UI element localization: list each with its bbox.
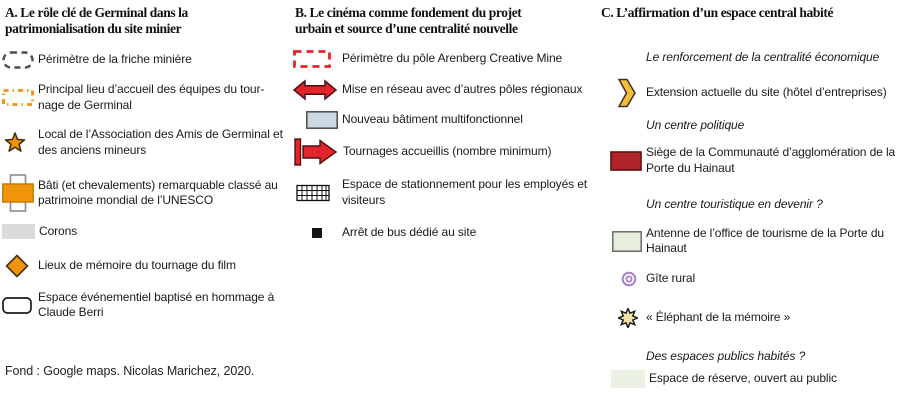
rounded-rect-icon — [2, 296, 34, 314]
legend-item: Tournages accueillis (nombre minimum) — [292, 138, 594, 166]
legend-item: Siège de la Communauté d’agglomération d… — [598, 145, 899, 176]
unesco-building-icon — [2, 174, 34, 212]
legend-item: Antenne de l’office de tourisme de la Po… — [598, 226, 899, 257]
legend-column-a: A. Le rôle clé de Germinal dans la patri… — [2, 5, 294, 321]
legend-item-label: Gîte rural — [646, 270, 696, 285]
legend-item: Lieux de mémoire du tournage du film — [2, 253, 294, 278]
legend-item-label: Lieux de mémoire du tournage du film — [38, 257, 236, 272]
tourism-swatch — [610, 230, 642, 252]
legend-item: Principal lieu d’accueil des équipes du … — [2, 82, 294, 113]
legend-item-label: Bâti (et chevalements) remarquable class… — [38, 177, 278, 208]
double-arrow-icon — [292, 79, 338, 101]
star-icon — [2, 131, 34, 154]
legend-item: Mise en réseau avec d’autres pôles régio… — [292, 79, 594, 101]
legend-item-label: Périmètre de la friche minière — [38, 52, 192, 67]
legend-item-label: Tournages accueillis (nombre minimum) — [343, 144, 552, 159]
dashed-perimeter-icon — [2, 51, 34, 69]
diamond-icon — [2, 253, 34, 278]
column-a-title: A. Le rôle clé de Germinal dans la patri… — [5, 5, 188, 36]
legend-item: Extension actuelle du site (hôtel d’entr… — [598, 78, 899, 108]
legend-item: Gîte rural — [598, 271, 899, 287]
corons-swatch — [2, 224, 35, 240]
legend-item-label: Espace de réserve, ouvert au public — [649, 371, 837, 386]
legend-item-label: Local de l’Association des Amis de Germi… — [38, 127, 283, 157]
legend-item: « Éléphant de la mémoire » — [598, 307, 899, 328]
legend-item-label: Nouveau bâtiment multifonctionnel — [342, 112, 523, 127]
legend-item-label: Mise en réseau avec d’autres pôles régio… — [342, 82, 583, 97]
legend-column-b: B. Le cinéma comme fondement du projet u… — [292, 5, 594, 241]
legend-item-label: « Éléphant de la mémoire » — [646, 309, 791, 324]
dashed-rect-orange-icon — [2, 89, 34, 106]
chevron-icon — [610, 78, 642, 108]
legend-item-label: Corons — [39, 224, 78, 238]
legend-column-c: C. L’affirmation d’un espace central hab… — [598, 5, 899, 388]
reserve-swatch — [610, 370, 645, 388]
dashed-rect-red-icon — [292, 50, 338, 68]
legend-item-label: Extension actuelle du site (hôtel d’entr… — [646, 84, 887, 99]
legend-item: Nouveau bâtiment multifonctionnel — [292, 111, 594, 129]
column-b-title: B. Le cinéma comme fondement du projet u… — [295, 5, 522, 36]
column-c-title: C. L’affirmation d’un espace central hab… — [601, 5, 834, 20]
parking-grid-icon — [292, 183, 338, 203]
legend-subhead: Le renforcement de la centralité économi… — [646, 50, 880, 64]
siege-swatch — [610, 150, 642, 171]
legend-item: Local de l’Association des Amis de Germi… — [2, 127, 294, 158]
legend-item: Bâti (et chevalements) remarquable class… — [2, 174, 294, 212]
legend-item: Espace de stationnement pour les employé… — [292, 177, 594, 208]
legend-item: Espace événementiel baptisé en hommage à… — [2, 290, 294, 321]
arrow-bar-icon — [292, 138, 339, 166]
legend-item: Périmètre du pôle Arenberg Creative Mine — [292, 50, 594, 68]
gite-circle-icon — [610, 271, 642, 287]
elephant-sun-icon — [610, 307, 642, 328]
legend-item-label: Principal lieu d’accueil des équipes du … — [38, 82, 265, 112]
legend-item-label: Espace de stationnement pour les employé… — [342, 177, 588, 207]
map-source-credit: Fond : Google maps. Nicolas Marichez, 20… — [5, 364, 255, 378]
legend-subhead: Un centre politique — [646, 117, 745, 132]
building-swatch — [292, 111, 338, 129]
legend-item: Périmètre de la friche minière — [2, 51, 294, 69]
bus-stop-icon — [292, 227, 338, 238]
legend-item-label: Périmètre du pôle Arenberg Creative Mine — [342, 51, 563, 66]
legend-item-label: Arrêt de bus dédié au site — [342, 225, 477, 239]
legend-subhead: Un centre touristique en devenir ? — [646, 197, 823, 211]
legend-item: Espace de réserve, ouvert au public — [598, 370, 899, 388]
legend-subhead: Des espaces publics habités ? — [646, 348, 806, 363]
legend-item-label: Espace événementiel baptisé en hommage à… — [38, 289, 275, 320]
legend-item: Corons — [2, 224, 294, 240]
legend-item: Arrêt de bus dédié au site — [292, 225, 594, 241]
legend-item-label: Siège de la Communauté d’agglomération d… — [646, 145, 896, 175]
legend-item-label: Antenne de l’office de tourisme de la Po… — [646, 225, 885, 256]
